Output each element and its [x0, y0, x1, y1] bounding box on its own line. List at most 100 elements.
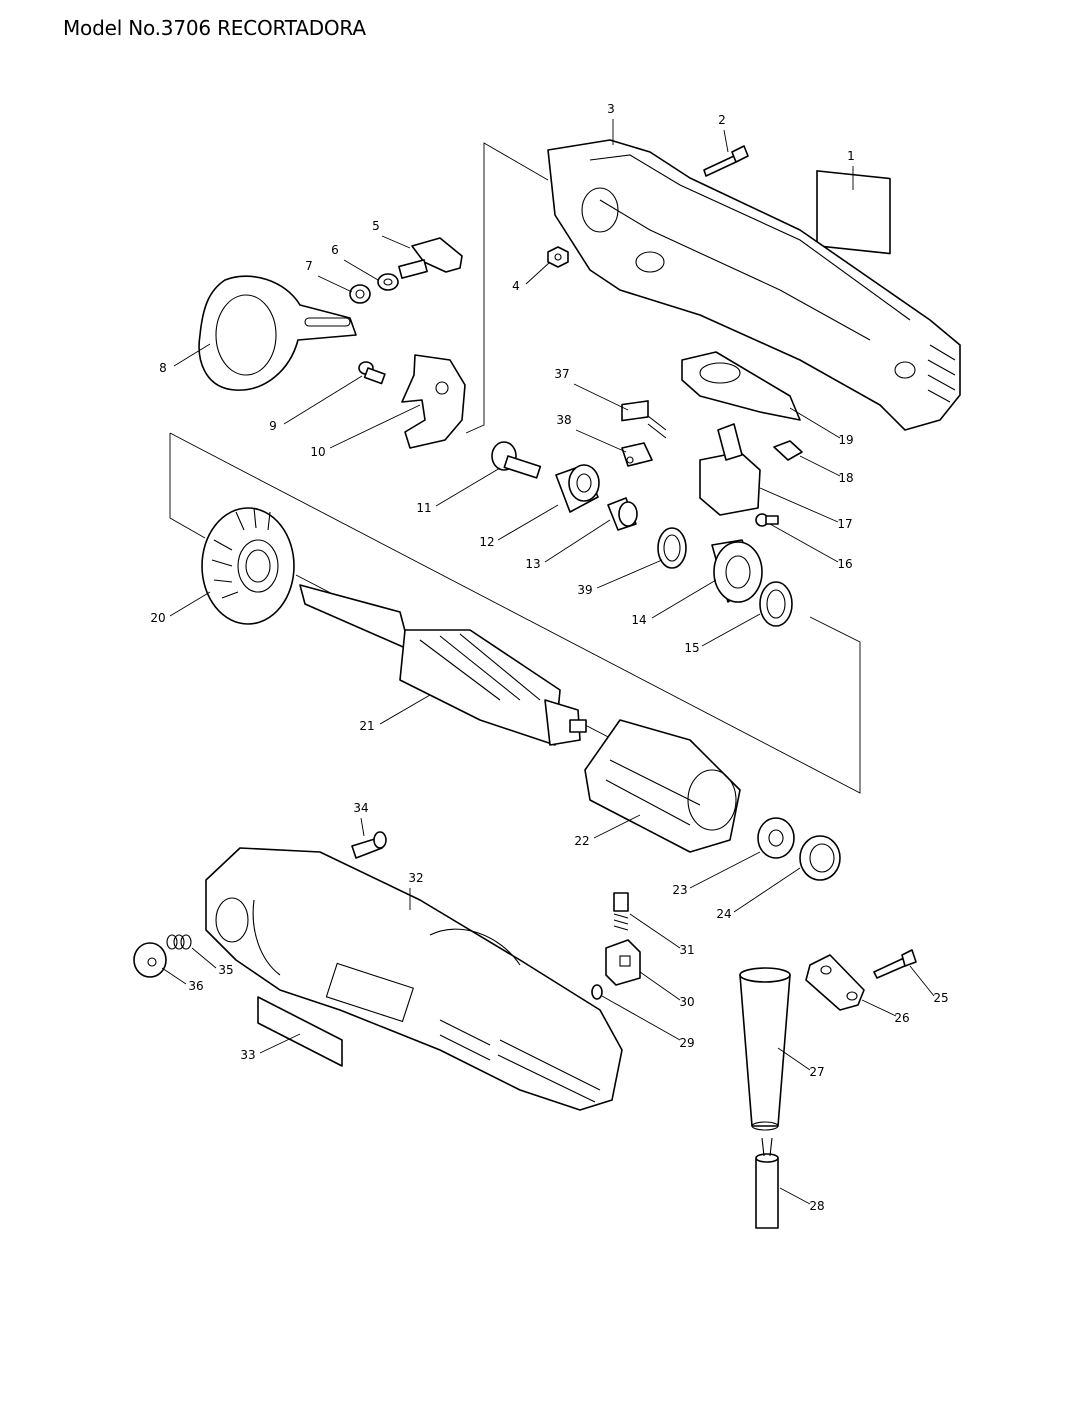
- leader-line-24: [733, 867, 801, 913]
- part-number-label: 23: [672, 883, 687, 897]
- part-number-label: 7: [305, 259, 313, 273]
- leader-line-17: [759, 487, 839, 523]
- part-number-label: 28: [809, 1199, 824, 1213]
- leader-line-4: [525, 261, 551, 285]
- part-12-sleeve: [555, 464, 600, 513]
- leader-line-37: [573, 383, 629, 411]
- part-35-spring: [166, 934, 192, 950]
- part-5-wing-bolt: [398, 237, 463, 279]
- part-number-label: 21: [359, 719, 374, 733]
- part-number-label: 36: [188, 979, 203, 993]
- leader-line-12: [497, 504, 559, 541]
- part-2-screw: [703, 145, 749, 177]
- leader-line-34: [360, 817, 365, 837]
- leader-line-9: [283, 375, 363, 425]
- leader-line-13: [544, 519, 611, 563]
- part-3-housing: [547, 139, 961, 431]
- part-number-label: 3: [607, 102, 615, 116]
- leader-line-8: [173, 343, 211, 367]
- part-10-clamp-plate: [401, 354, 466, 449]
- part-number-label: 26: [894, 1011, 909, 1025]
- part-32-motor-housing: [205, 847, 623, 1111]
- part-37-noise-suppressor: [621, 400, 667, 439]
- part-number-label: 39: [577, 583, 592, 597]
- leader-line-11: [435, 467, 501, 507]
- part-14-ball-bearing: [711, 539, 763, 603]
- leader-line-25: [909, 965, 935, 997]
- leader-line-31: [629, 913, 681, 949]
- part-33-nameplate: [257, 996, 343, 1067]
- part-38-terminal: [621, 442, 653, 467]
- part-11-bolt: [491, 441, 542, 479]
- leader-line-26: [861, 999, 897, 1017]
- part-number-label: 33: [240, 1048, 255, 1062]
- leader-line-29: [601, 995, 681, 1041]
- leader-line-21: [379, 694, 431, 725]
- part-number-label: 25: [933, 991, 948, 1005]
- leader-line-2: [723, 129, 729, 153]
- leader-line-36: [161, 967, 187, 985]
- leader-line-22: [593, 814, 641, 839]
- leader-line-7: [317, 275, 353, 293]
- part-number-label: 22: [574, 834, 589, 848]
- part-number-label: 5: [372, 219, 380, 233]
- leader-line-35: [191, 947, 217, 969]
- leader-line-19: [789, 407, 841, 439]
- part-19-switch-lever: [681, 351, 801, 421]
- leader-line-10: [329, 404, 421, 449]
- part-31-carbon-brush: [613, 892, 629, 931]
- part-number-label: 24: [716, 907, 731, 921]
- part-number-label: 9: [269, 419, 277, 433]
- part-number-label: 2: [718, 113, 726, 127]
- part-28-cord: [755, 1137, 779, 1229]
- part-15-retaining-ring: [759, 581, 793, 627]
- part-4-nut: [547, 246, 569, 268]
- part-17-switch: [699, 423, 761, 516]
- part-number-label: 35: [218, 963, 233, 977]
- part-number-label: 37: [554, 367, 569, 381]
- leader-line-28: [779, 1187, 811, 1205]
- part-number-label: 32: [408, 871, 423, 885]
- part-number-label: 8: [159, 361, 167, 375]
- part-number-label: 13: [525, 557, 540, 571]
- part-26-cord-clamp: [805, 954, 865, 1011]
- leader-line-23: [689, 851, 761, 889]
- part-13-bushing: [607, 497, 638, 531]
- leader-line-15: [701, 613, 761, 647]
- part-39-retaining-ring: [657, 527, 687, 569]
- leader-line-14: [651, 579, 717, 619]
- part-number-label: 14: [631, 613, 646, 627]
- part-number-label: 16: [837, 557, 852, 571]
- part-number-label: 31: [679, 943, 694, 957]
- part-9-bolt: [358, 361, 386, 385]
- part-36-cap: [133, 942, 167, 978]
- leader-line-27: [777, 1047, 811, 1071]
- part-23-ball-bearing: [757, 817, 795, 859]
- leader-line-20: [169, 591, 211, 617]
- leader-line-18: [799, 455, 841, 477]
- part-number-label: 18: [838, 471, 853, 485]
- part-number-label: 1: [847, 149, 855, 163]
- part-number-label: 12: [479, 535, 494, 549]
- part-7-ring: [349, 284, 371, 304]
- leader-line-16: [769, 523, 839, 563]
- part-number-label: 29: [679, 1036, 694, 1050]
- part-29-pin: [591, 984, 603, 1000]
- leader-line-30: [639, 971, 681, 1001]
- part-22-field: [584, 719, 741, 853]
- part-number-label: 17: [837, 517, 852, 531]
- part-18-clip: [773, 440, 803, 461]
- part-27-strain-relief: [739, 967, 791, 1131]
- part-number-label: 20: [150, 611, 165, 625]
- part-number-label: 34: [353, 801, 368, 815]
- part-number-label: 15: [684, 641, 699, 655]
- part-number-label: 6: [331, 243, 339, 257]
- part-34-screw: [351, 831, 387, 859]
- part-number-label: 19: [838, 433, 853, 447]
- leader-line-33: [259, 1033, 301, 1054]
- part-number-label: 11: [416, 501, 431, 515]
- part-20-fan: [201, 507, 295, 625]
- part-30-brush-holder: [605, 939, 641, 986]
- part-number-label: 4: [512, 279, 520, 293]
